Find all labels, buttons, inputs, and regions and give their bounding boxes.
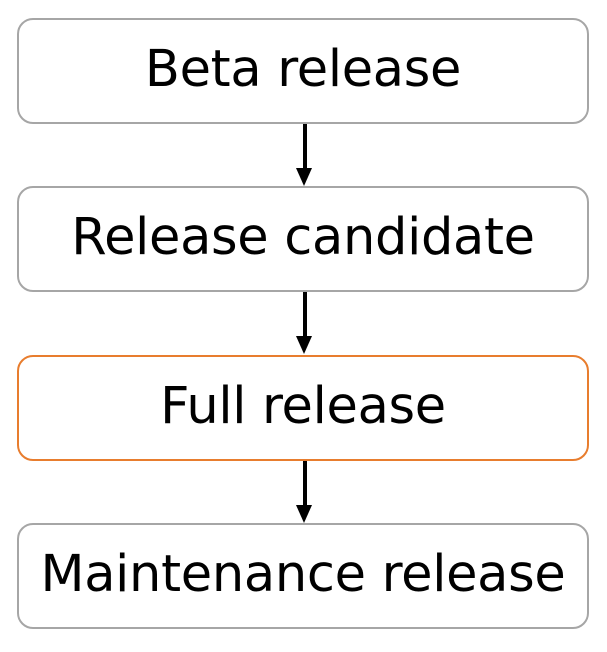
flow-node-label: Beta release [144, 39, 462, 99]
down-arrow-icon-rc-to-full [296, 292, 313, 354]
down-arrow-icon-beta-to-rc [296, 124, 313, 186]
down-arrow-icon-full-to-maintenance [296, 461, 313, 523]
flow-node-maintenance-release[interactable]: Maintenance release [17, 523, 589, 629]
arrow-stem [302, 124, 307, 169]
flow-node-label: Release candidate [71, 207, 535, 267]
flow-node-full-release[interactable]: Full release [17, 355, 589, 461]
arrow-head [296, 505, 312, 523]
flow-node-label: Full release [160, 376, 446, 436]
flow-node-release-candidate[interactable]: Release candidate [17, 186, 589, 292]
arrow-stem [302, 292, 307, 337]
arrow-head [296, 168, 312, 186]
arrow-stem [302, 461, 307, 506]
arrow-head [296, 336, 312, 354]
flow-node-label: Maintenance release [40, 544, 566, 604]
flow-node-beta-release[interactable]: Beta release [17, 18, 589, 124]
